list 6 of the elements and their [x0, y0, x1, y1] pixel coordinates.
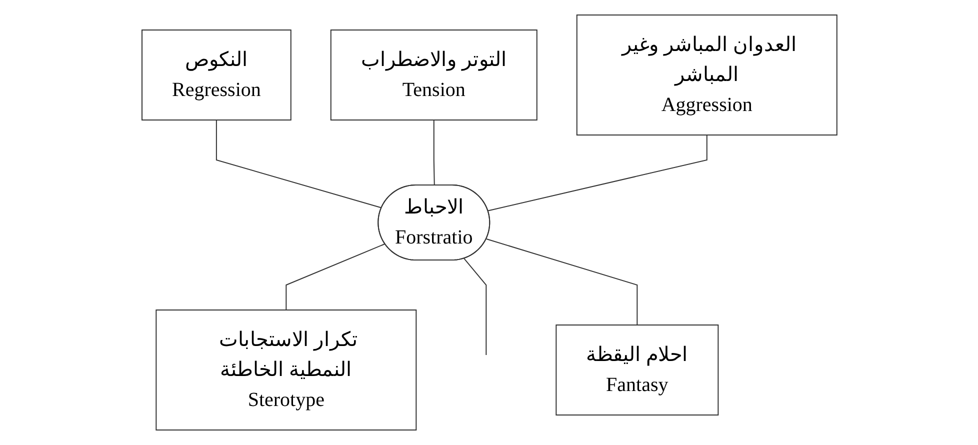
connector [432, 120, 434, 186]
connector [486, 238, 638, 326]
connector [463, 258, 486, 356]
connector [487, 134, 707, 212]
connector [285, 243, 386, 310]
connector [216, 120, 382, 208]
